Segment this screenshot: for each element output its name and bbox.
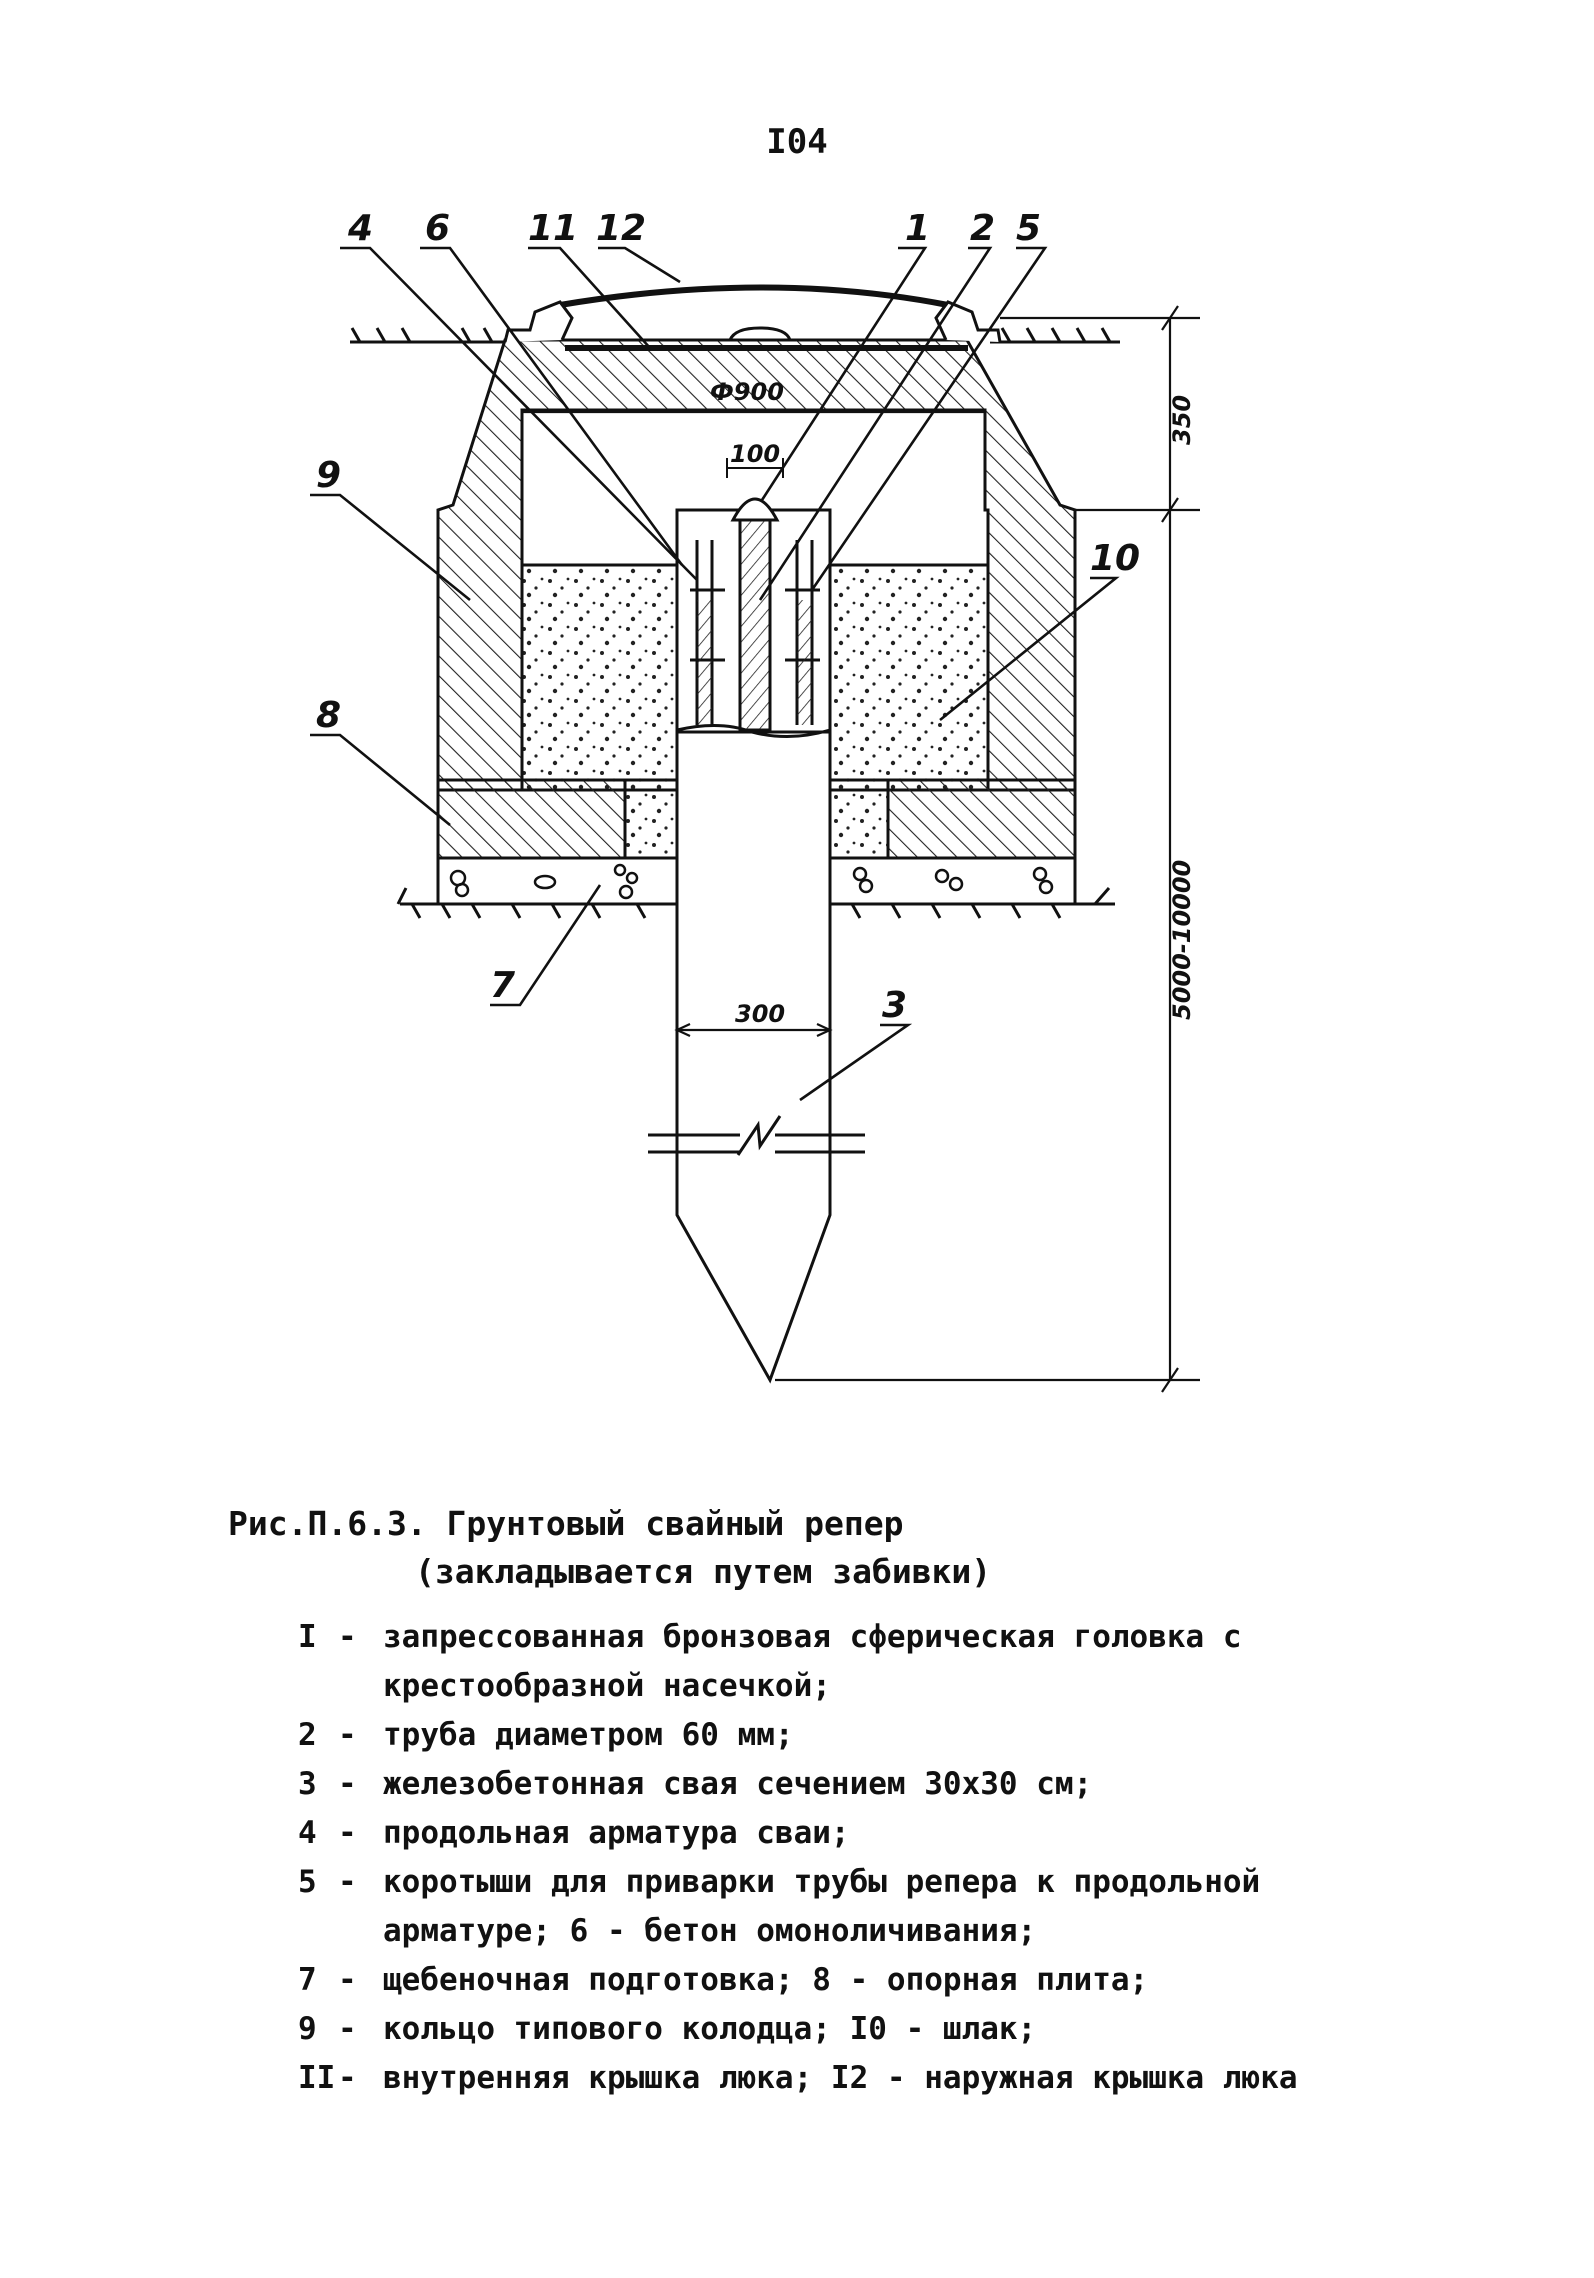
legend-item: I - запрессованная бронзовая сферическая…: [298, 1613, 1558, 1711]
spherical-head: [730, 497, 780, 522]
legend-dash: -: [338, 1815, 357, 1851]
legend-line: кольцо типового колодца; I0 - шлак;: [383, 2011, 1037, 2047]
legend-text: запрессованная бронзовая сферическая гол…: [383, 1613, 1558, 1711]
legend-number: II: [298, 2060, 336, 2096]
caption-subtitle: (закладывается путем забивки): [415, 1552, 992, 1591]
plate-gap-right: [828, 778, 890, 860]
legend-number: 4: [298, 1815, 317, 1851]
callout-10: 10: [1090, 538, 1140, 579]
legend-line: продольная арматура сваи;: [383, 1815, 850, 1851]
dim-top-height: 350: [1168, 395, 1196, 445]
leader-lines: [310, 246, 1120, 1102]
figure-legend: I - запрессованная бронзовая сферическая…: [298, 1613, 1558, 2103]
legend-dash: -: [338, 1864, 357, 1900]
pile-head-break: [676, 723, 831, 739]
outer-lid: [559, 284, 949, 308]
legend-text: щебеночная подготовка; 8 - опорная плита…: [383, 1956, 1558, 2005]
ground-base: [396, 887, 1115, 919]
legend-line: внутренняя крышка люка; I2 - наружная кр…: [383, 2060, 1298, 2096]
dim-pile-width: 300: [735, 1000, 785, 1028]
lid-handle: [728, 326, 792, 341]
support-plate-left: [436, 778, 627, 860]
legend-text: внутренняя крышка люка; I2 - наружная кр…: [383, 2054, 1558, 2103]
slag-fill-left: [520, 563, 679, 792]
legend-number: 5: [298, 1864, 317, 1900]
callout-5: 5: [1016, 208, 1041, 249]
caption-title: Рис.П.6.3. Грунтовый свайный репер: [228, 1504, 904, 1543]
lid-frame-left: [503, 300, 574, 343]
legend-item: 9 - кольцо типового колодца; I0 - шлак;: [298, 2005, 1558, 2054]
legend-text: коротыши для приварки трубы репера к про…: [383, 1858, 1558, 1956]
legend-line: крестообразной насечкой;: [383, 1668, 831, 1704]
legend-text: продольная арматура сваи;: [383, 1809, 1558, 1858]
legend-text: железобетонная свая сечением 30х30 см;: [383, 1760, 1558, 1809]
legend-item: 2 - труба диаметром 60 мм;: [298, 1711, 1558, 1760]
callout-9: 9: [316, 455, 341, 496]
legend-item: 3 - железобетонная свая сечением 30х30 с…: [298, 1760, 1558, 1809]
ground-surface: [350, 327, 1120, 344]
pile-break-symbol: [648, 1115, 865, 1156]
slag-fill-right: [828, 563, 990, 792]
callout-12: 12: [596, 208, 646, 249]
legend-dash: -: [338, 2011, 357, 2047]
legend-line: арматуре; 6 - бетон омоноличивания;: [383, 1913, 1037, 1949]
callout-1: 1: [905, 208, 930, 249]
lid-frame-right: [934, 300, 1002, 343]
dim-vertical-chain: [775, 305, 1200, 1393]
legend-item: 5 - коротыши для приварки трубы репера к…: [298, 1858, 1558, 1956]
callout-8: 8: [316, 695, 341, 736]
legend-text: кольцо типового колодца; I0 - шлак;: [383, 2005, 1558, 2054]
support-plate-right: [886, 778, 1077, 860]
legend-item: 7 - щебеночная подготовка; 8 - опорная п…: [298, 1956, 1558, 2005]
callout-11: 11: [528, 208, 578, 249]
dim-pile-length: 5000-10000: [1168, 860, 1196, 1020]
rebar-hatch-right: [797, 600, 812, 725]
legend-dash: -: [338, 2060, 357, 2096]
benchmark-pipe: [738, 518, 772, 732]
callout-6: 6: [425, 208, 450, 249]
page-number: I04: [766, 122, 828, 162]
legend-line: труба диаметром 60 мм;: [383, 1717, 794, 1753]
crushed-stone-marks: [449, 863, 1054, 900]
plate-gap-left: [623, 778, 679, 860]
dim-pile-width-line: [674, 1023, 833, 1037]
legend-dash: -: [338, 1619, 357, 1655]
dim-diameter: Ф900: [710, 378, 784, 406]
legend-number: 3: [298, 1766, 317, 1802]
benchmark-drawing: Ф900 100 350 5000-10000 300: [310, 208, 1200, 1393]
legend-line: щебеночная подготовка; 8 - опорная плита…: [383, 1962, 1149, 1998]
callout-3: 3: [882, 985, 907, 1026]
callout-7: 7: [490, 965, 515, 1006]
rebar-hatch-left: [697, 600, 712, 725]
legend-number: 2: [298, 1717, 317, 1753]
legend-item: II - внутренняя крышка люка; I2 - наружн…: [298, 2054, 1558, 2103]
legend-line: запрессованная бронзовая сферическая гол…: [383, 1619, 1242, 1655]
crushed-stone-left: [436, 856, 679, 906]
legend-item: 4 - продольная арматура сваи;: [298, 1809, 1558, 1858]
legend-text: труба диаметром 60 мм;: [383, 1711, 1558, 1760]
legend-line: коротыши для приварки трубы репера к про…: [383, 1864, 1261, 1900]
callout-4: 4: [347, 208, 373, 249]
crushed-stone-right: [828, 856, 1077, 906]
legend-number: 9: [298, 2011, 317, 2047]
legend-dash: -: [338, 1962, 357, 1998]
legend-dash: -: [338, 1717, 357, 1753]
legend-line: железобетонная свая сечением 30х30 см;: [383, 1766, 1093, 1802]
pile: [675, 730, 832, 1384]
figure-caption: Рис.П.6.3. Грунтовый свайный репер (закл…: [228, 1500, 1528, 1596]
legend-dash: -: [338, 1766, 357, 1802]
legend-number: 7: [298, 1962, 317, 1998]
legend-number: I: [298, 1619, 317, 1655]
dim-small: 100: [730, 440, 780, 468]
callout-2: 2: [970, 208, 995, 249]
